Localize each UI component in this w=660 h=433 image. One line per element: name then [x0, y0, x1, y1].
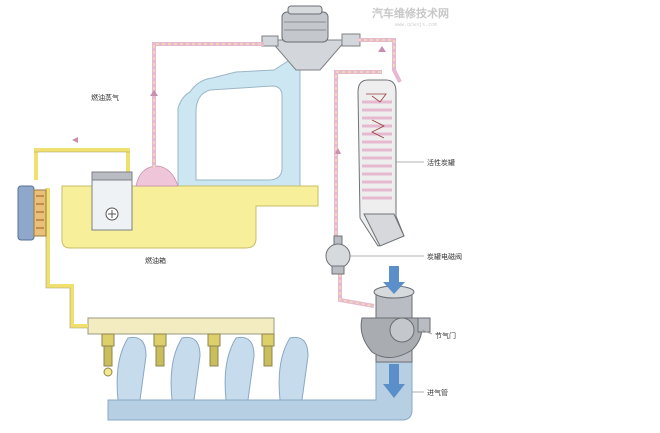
label-fuel-vapor: 燃油蒸气: [91, 93, 119, 102]
label-intake-pipe: 进气管: [427, 388, 448, 397]
fuel-injectors: [101, 333, 275, 377]
intake-manifold: [107, 336, 413, 421]
canister-solenoid-valve: [325, 235, 351, 275]
leader-lines: [350, 161, 433, 393]
watermark-text: 汽车维修技术网: [372, 6, 449, 20]
throttle-body: [360, 285, 431, 363]
fuel-rail: [87, 317, 275, 335]
airflow-arrows: [383, 266, 405, 398]
vapor-flow-arrows: [72, 46, 386, 154]
watermark-url: www.qcwxjs.com: [395, 22, 437, 28]
charcoal-canister: [357, 79, 405, 247]
label-canister-solenoid-valve: 炭罐电磁阀: [427, 252, 462, 261]
fuel-tank: [61, 55, 319, 249]
fuel-filler-cap: [261, 5, 361, 71]
label-fuel-tank: 燃油箱: [145, 256, 166, 265]
canister-charcoal-layers: [362, 100, 392, 200]
label-charcoal-canister: 活性炭罐: [427, 158, 455, 167]
fuel-pump-module: [91, 171, 133, 231]
fuel-lines: [34, 148, 130, 328]
vapor-lines-core: [153, 39, 395, 307]
label-throttle: 节气门: [435, 331, 456, 340]
fuel-filter: [17, 185, 47, 241]
